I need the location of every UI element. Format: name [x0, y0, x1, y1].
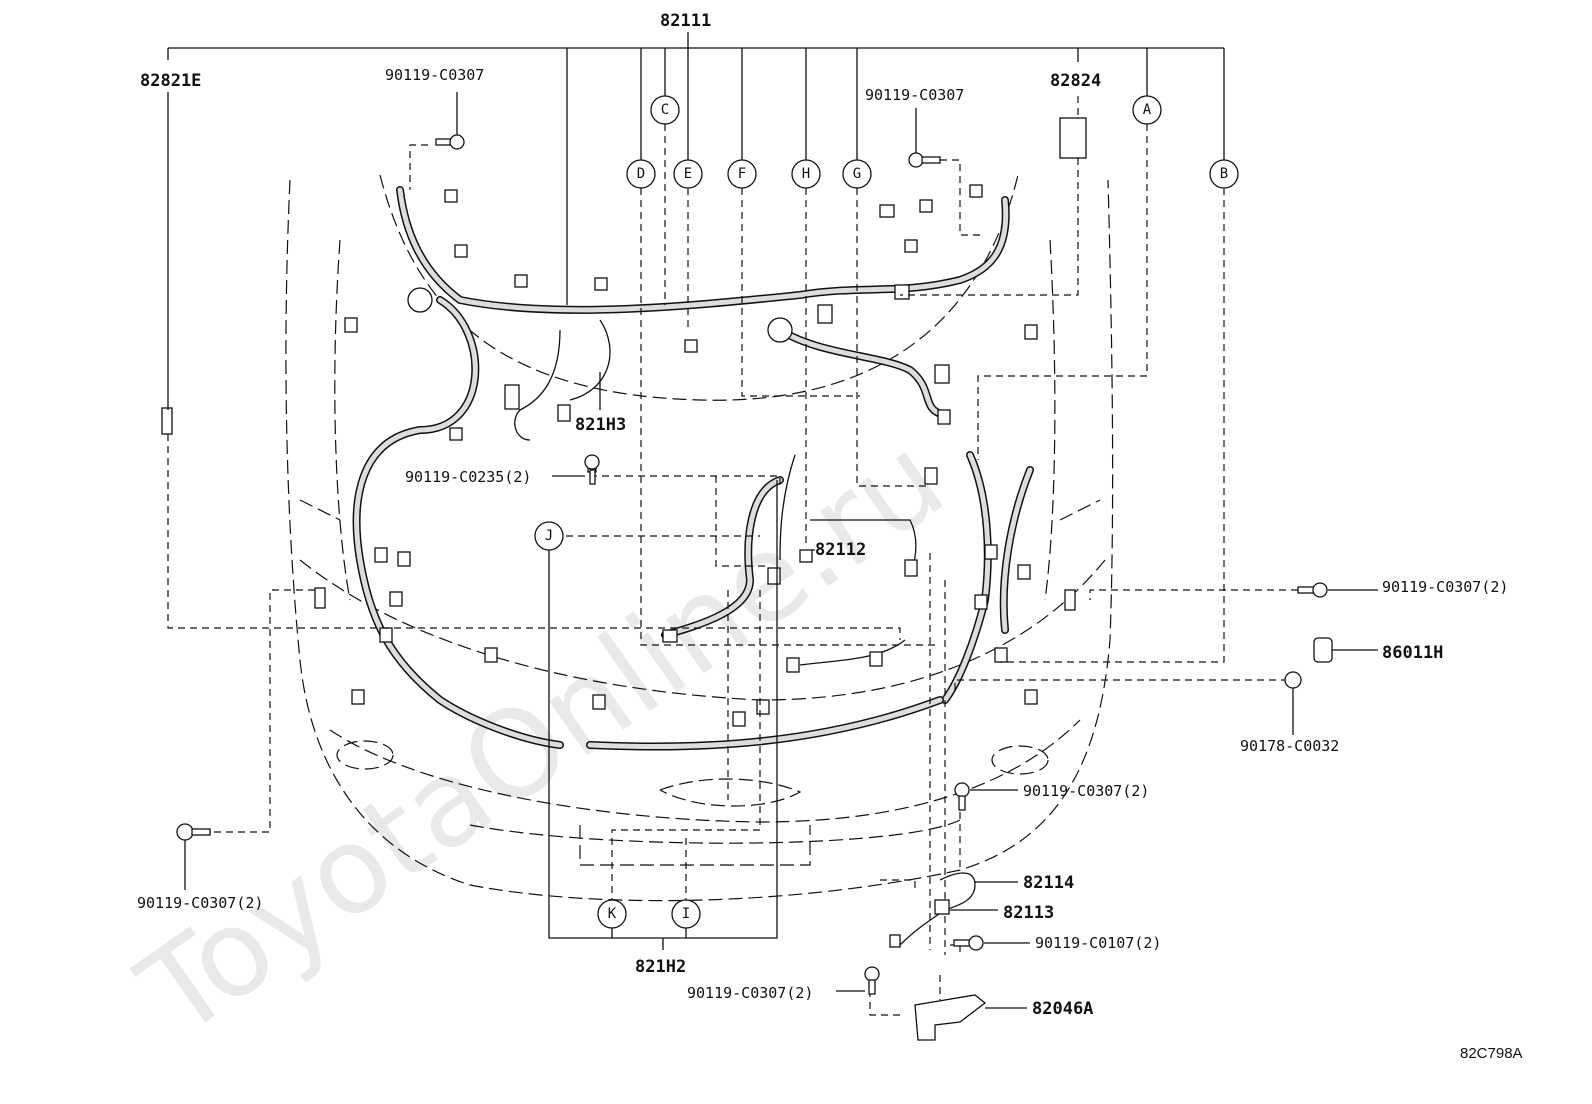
svg-text:K: K: [608, 906, 617, 922]
bolt-icon: [954, 782, 970, 811]
bolt-icon: [953, 935, 984, 951]
callout-F: F: [727, 159, 757, 189]
svg-text:F: F: [738, 166, 746, 182]
label-90119-C0307-b: 90119-C0307: [865, 86, 964, 104]
bracket-821H2: [548, 480, 778, 950]
bracket-82111: [167, 32, 1225, 410]
callout-B: B: [1209, 159, 1239, 189]
label-821H2: 821H2: [635, 957, 686, 977]
bracket-82046A-icon: [914, 994, 987, 1041]
callout-C: C: [650, 95, 680, 125]
bolt-icon: [864, 966, 880, 995]
label-90119-C0307-a: 90119-C0307: [385, 66, 484, 84]
bolt-icon: [1297, 582, 1328, 598]
label-82824: 82824: [1050, 71, 1101, 91]
watermark: ToyotaOnline.ru: [116, 410, 968, 1065]
callout-J: J: [534, 521, 564, 551]
bolt-icon: [584, 454, 600, 485]
svg-text:H: H: [802, 166, 810, 182]
label-82111: 82111: [660, 11, 711, 31]
bolt-icon: [908, 152, 941, 168]
label-90119-C0307-l: 90119-C0307(2): [137, 894, 263, 912]
callout-E: E: [673, 159, 703, 189]
label-82821E: 82821E: [140, 71, 201, 91]
label-90119-C0235: 90119-C0235(2): [405, 468, 531, 486]
label-leaders: [184, 92, 1378, 1009]
svg-text:C: C: [661, 102, 669, 118]
label-821H3: 821H3: [575, 415, 626, 435]
label-82112: 82112: [815, 540, 866, 560]
label-90178-C0032: 90178-C0032: [1240, 737, 1339, 755]
label-90119-C0307-r: 90119-C0307(2): [1382, 578, 1508, 596]
clip-icon: [1313, 637, 1333, 663]
label-90119-C0307-m: 90119-C0307(2): [1023, 782, 1149, 800]
bracket-82113-icon: [889, 899, 950, 948]
label-82046A: 82046A: [1032, 999, 1093, 1019]
svg-text:B: B: [1220, 166, 1228, 182]
bolt-icon: [435, 134, 465, 150]
svg-text:D: D: [637, 166, 645, 182]
bolt-icon: [176, 823, 211, 841]
label-82114: 82114: [1023, 873, 1074, 893]
leader-lines: [167, 96, 1310, 1016]
svg-text:G: G: [853, 166, 861, 182]
label-86011H: 86011H: [1382, 643, 1443, 663]
callout-H: H: [791, 159, 821, 189]
callout-D: D: [626, 159, 656, 189]
svg-text:A: A: [1143, 102, 1152, 118]
callout-A: A: [1132, 95, 1162, 125]
svg-text:E: E: [684, 166, 692, 182]
diagram-code: 82C798A: [1460, 1045, 1523, 1062]
svg-text:I: I: [682, 906, 690, 922]
label-82113: 82113: [1003, 903, 1054, 923]
callout-K: K: [597, 899, 627, 929]
svg-text:J: J: [545, 528, 553, 544]
clip-icon: [1284, 671, 1302, 689]
vehicle-outline: [285, 174, 1114, 902]
label-90119-C0307-bt: 90119-C0307(2): [687, 984, 813, 1002]
connectors: [161, 117, 1087, 727]
callout-I: I: [671, 899, 701, 929]
callout-G: G: [842, 159, 872, 189]
label-90119-C0107: 90119-C0107(2): [1035, 934, 1161, 952]
part-labels: 82111 82821E 82824 90119-C0307 90119-C03…: [137, 11, 1523, 1062]
